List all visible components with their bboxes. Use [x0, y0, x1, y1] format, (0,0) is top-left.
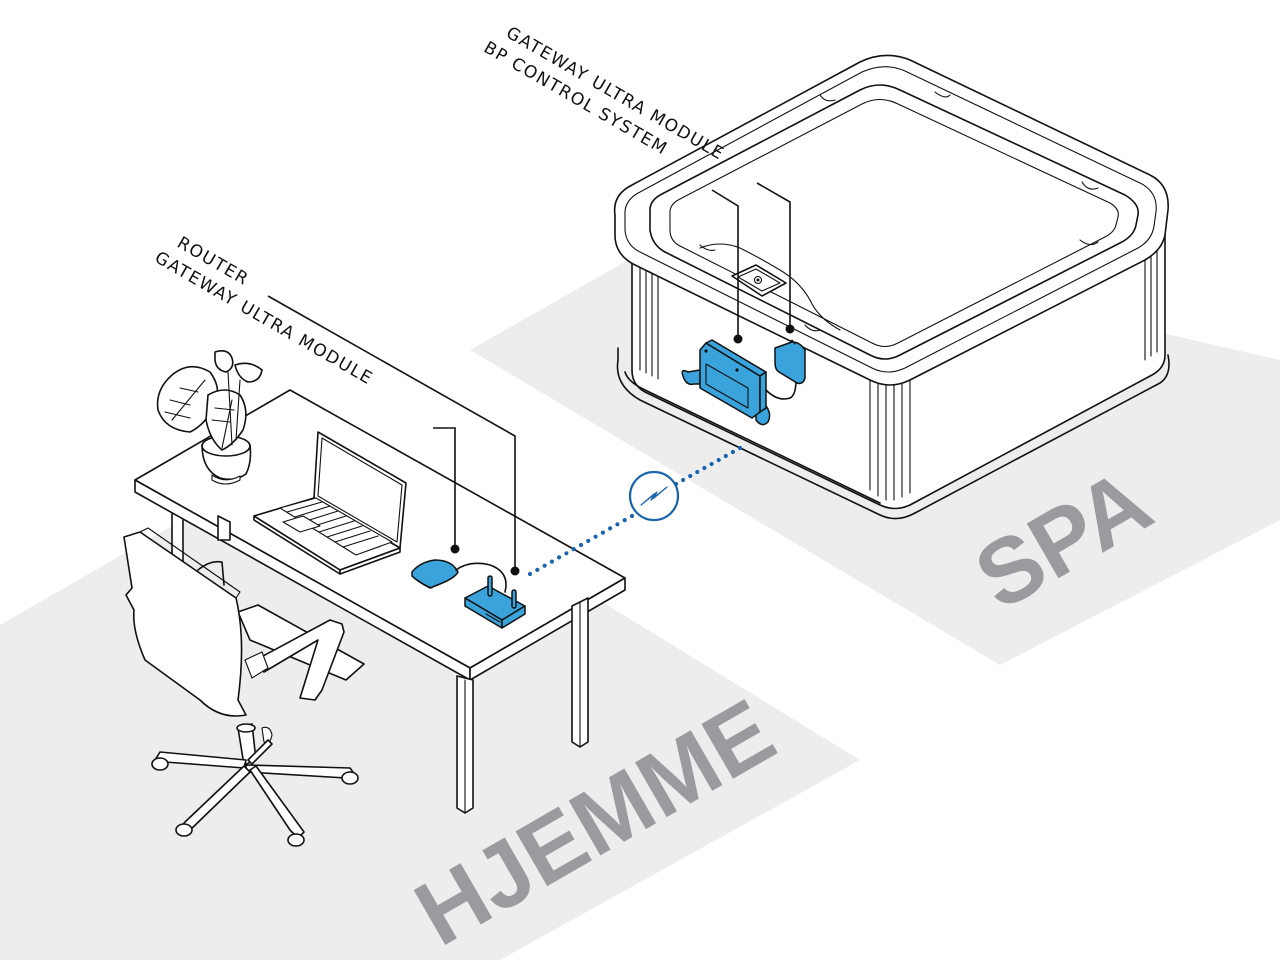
gateway-module-spa [774, 339, 806, 385]
chair-base [154, 739, 357, 839]
wireless-link-dot [702, 465, 707, 471]
laptop-trackpad [282, 515, 321, 533]
chair-casters [151, 757, 359, 847]
laptop-keyboard [279, 497, 393, 556]
wireless-link-dot [557, 555, 562, 560]
router-antenna [487, 575, 493, 597]
wireless-link-dot [571, 547, 576, 552]
home-floor-zone [0, 435, 860, 960]
desk-legs [217, 515, 589, 814]
spa-tub [613, 54, 1170, 520]
wireless-link-dot [564, 551, 569, 556]
bp-control-system [681, 339, 797, 426]
wireless-link-dot [723, 453, 728, 459]
wireless-link-dot [527, 571, 533, 577]
plant-leaves [156, 350, 263, 451]
wireless-link-dot [608, 526, 613, 531]
wireless-link-dot [578, 542, 584, 548]
wireless-link-dot [586, 538, 591, 544]
spa-control-panel [731, 264, 787, 297]
wireless-link-dot [622, 518, 627, 523]
callout-dot [785, 324, 795, 334]
lightning-bolt-icon [628, 470, 680, 522]
wireless-link-dot [629, 513, 635, 519]
wireless-link-dot [709, 461, 714, 467]
wireless-link-dot [600, 530, 606, 535]
wireless-link-dot [716, 457, 721, 463]
cable-gateway-router [455, 562, 507, 593]
callout-label-gateway-spa: GATEWAY ULTRA MODULE [503, 23, 728, 165]
callout-dot [733, 334, 743, 344]
callout-dot [510, 566, 520, 576]
callout-line-gateway-spa [756, 182, 791, 328]
plant [156, 350, 263, 485]
wireless-link-dot [695, 469, 700, 475]
callout-line-router [267, 295, 516, 570]
wireless-link-dot [737, 445, 743, 451]
router-antenna [511, 589, 517, 609]
callout-line-gateway-home [433, 427, 456, 548]
wireless-link-dot [549, 559, 555, 564]
router [464, 575, 526, 629]
gateway-module-home [411, 559, 459, 589]
callout-line-bp-control [711, 189, 739, 338]
wireless-link-dot [593, 534, 598, 539]
wireless-link-dot [542, 563, 547, 568]
laptop [253, 431, 407, 575]
office-chair [123, 527, 365, 847]
wireless-link-dot [730, 449, 736, 455]
wireless-link-dot [681, 477, 686, 483]
callout-dot [450, 544, 460, 554]
wireless-link-dot [688, 473, 693, 479]
wireless-link-dot [615, 522, 620, 527]
wireless-link-dot [535, 567, 540, 573]
wireless-link [527, 445, 743, 577]
callout-leaders [267, 182, 795, 576]
